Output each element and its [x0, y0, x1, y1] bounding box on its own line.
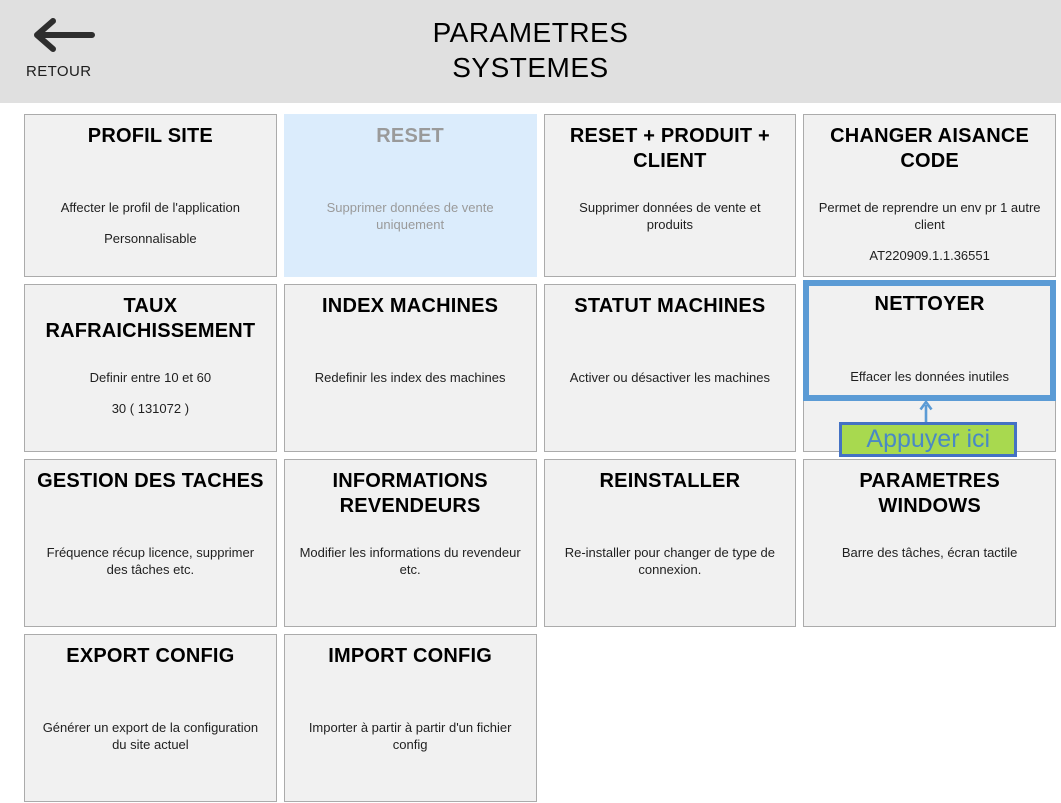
card-title: RESET + PRODUIT + CLIENT [569, 125, 770, 172]
card-informations-revendeurs[interactable]: INFORMATIONS REVENDEURS Modifier les inf… [283, 459, 537, 627]
card-description: Affecter le profil de l'application Pers… [36, 199, 265, 247]
card-reset-produit-client[interactable]: RESET + PRODUIT + CLIENT Supprimer donné… [543, 114, 797, 277]
card-parametres-windows[interactable]: PARAMETRES WINDOWS Barre des tâches, écr… [803, 459, 1056, 627]
card-export-config[interactable]: EXPORT CONFIG Générer un export de la co… [24, 634, 277, 802]
card-reset[interactable]: RESET Supprimer données de vente uniquem… [283, 114, 537, 277]
callout-arrow-up-icon [919, 399, 933, 429]
card-description: Re-installer pour changer de type de con… [556, 544, 785, 578]
card-title: STATUT MACHINES [574, 295, 766, 317]
card-description: Definir entre 10 et 60 30 ( 131072 ) [36, 369, 265, 417]
card-title: INDEX MACHINES [322, 295, 499, 317]
card-changer-aisance-code[interactable]: CHANGER AISANCE CODE Permet de reprendre… [803, 114, 1056, 277]
back-button[interactable]: RETOUR [26, 16, 106, 80]
card-description-line: Redefinir les index des machines [314, 370, 506, 385]
card-description-line: Modifier les informations du revendeur e… [299, 545, 521, 577]
card-title: TAUX RAFRAICHISSEMENT [45, 295, 256, 342]
back-button-label: RETOUR [26, 63, 92, 80]
card-title: REINSTALLER [599, 470, 741, 492]
nettoyer-cell: NETTOYER Effacer les données inutiles Ap… [803, 280, 1056, 457]
card-description-line: Activer ou désactiver les machines [569, 370, 770, 385]
empty-cell [803, 634, 1056, 802]
card-version-code: AT220909.1.1.36551 [869, 248, 990, 263]
card-title: PARAMETRES WINDOWS [859, 470, 1000, 517]
card-import-config[interactable]: IMPORT CONFIG Importer à partir à partir… [283, 634, 537, 802]
card-description: Générer un export de la configuration du… [36, 719, 265, 753]
card-description: Supprimer données de vente et produits [556, 199, 785, 233]
card-description: Supprimer données de vente uniquement [296, 199, 525, 233]
card-description-line: Fréquence récup licence, supprimer des t… [46, 545, 255, 577]
card-description-line: Générer un export de la configuration du… [42, 720, 259, 752]
card-description: Redefinir les index des machines [296, 369, 525, 386]
card-description: Fréquence récup licence, supprimer des t… [36, 544, 265, 578]
appuyer-ici-callout: Appuyer ici [839, 422, 1018, 457]
card-description-line: Supprimer données de vente et produits [579, 200, 761, 232]
card-title: GESTION DES TACHES [37, 470, 264, 492]
card-index-machines[interactable]: INDEX MACHINES Redefinir les index des m… [283, 284, 537, 452]
back-arrow-icon [26, 16, 106, 54]
card-description-line: Personnalisable [104, 231, 197, 246]
tiles-grid: PROFIL SITE Affecter le profil de l'appl… [24, 114, 1056, 802]
card-description: Permet de reprendre un env pr 1 autre cl… [815, 199, 1044, 264]
card-description: Barre des tâches, écran tactile [815, 544, 1044, 561]
card-description-line: Barre des tâches, écran tactile [841, 545, 1018, 560]
empty-cell [544, 634, 797, 802]
card-description-line: Supprimer données de vente uniquement [326, 200, 494, 232]
card-title: RESET [376, 125, 444, 147]
card-description-line: Re-installer pour changer de type de con… [564, 545, 776, 577]
card-current-value: 30 ( 131072 ) [111, 401, 190, 416]
card-title: INFORMATIONS REVENDEURS [332, 470, 488, 517]
card-title: NETTOYER [874, 293, 985, 315]
card-description-line: Definir entre 10 et 60 [89, 370, 212, 385]
card-title: IMPORT CONFIG [328, 645, 492, 667]
card-title: EXPORT CONFIG [66, 645, 235, 667]
page-title-line2: SYSTEMES [452, 52, 609, 83]
card-description: Activer ou désactiver les machines [556, 369, 785, 386]
card-gestion-des-taches[interactable]: GESTION DES TACHES Fréquence récup licen… [24, 459, 277, 627]
card-description-line: Effacer les données inutiles [850, 369, 1009, 384]
header-bar: RETOUR PARAMETRES SYSTEMES [0, 0, 1061, 103]
card-statut-machines[interactable]: STATUT MACHINES Activer ou désactiver le… [543, 284, 797, 452]
card-title: PROFIL SITE [87, 125, 213, 147]
page-title: PARAMETRES SYSTEMES [0, 0, 1061, 85]
card-profil-site[interactable]: PROFIL SITE Affecter le profil de l'appl… [24, 114, 277, 277]
card-taux-rafraichissement[interactable]: TAUX RAFRAICHISSEMENT Definir entre 10 e… [24, 284, 277, 452]
page-title-line1: PARAMETRES [432, 17, 629, 48]
card-description-line: Affecter le profil de l'application [60, 200, 241, 215]
card-nettoyer[interactable]: NETTOYER Effacer les données inutiles [803, 280, 1056, 401]
card-description: Effacer les données inutiles [820, 368, 1039, 385]
card-reinstaller[interactable]: REINSTALLER Re-installer pour changer de… [543, 459, 797, 627]
card-description-line: Permet de reprendre un env pr 1 autre cl… [818, 200, 1041, 232]
card-title: CHANGER AISANCE CODE [830, 125, 1030, 172]
card-description: Modifier les informations du revendeur e… [296, 544, 525, 578]
card-description: Importer à partir à partir d'un fichier … [296, 719, 525, 753]
card-description-line: Importer à partir à partir d'un fichier … [308, 720, 512, 752]
